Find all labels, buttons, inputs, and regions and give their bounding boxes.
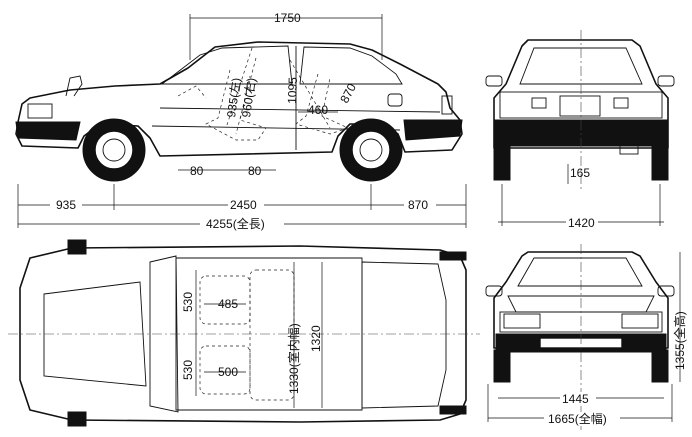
front-tire-left — [493, 349, 511, 383]
windshield — [517, 257, 643, 287]
rear-lamp-left — [531, 97, 547, 109]
rear-mirror-left — [485, 75, 503, 87]
label-bg-1420 — [566, 216, 598, 230]
side-window-rear — [299, 46, 403, 85]
side-mirror — [65, 75, 83, 97]
hood — [43, 281, 147, 387]
label-bg-870 — [404, 198, 436, 212]
dim-front-seat-width: 530 — [181, 292, 195, 312]
dim-front-overhang: 935 — [56, 198, 76, 212]
label-bg-4255 — [200, 217, 284, 231]
rear-tire-left — [493, 145, 511, 181]
dim-overall-length: 4255(全長) — [206, 216, 265, 231]
front-wheel — [82, 118, 146, 182]
dim-overall-height: 1750 — [274, 11, 301, 25]
front-seat-diagonal — [225, 47, 253, 129]
side-view: 1750 935(左) 960(右) 1095 870 460 80 80 93… — [15, 11, 467, 231]
headlamp — [27, 103, 53, 119]
rear-lamp — [441, 95, 453, 115]
headlamp-right — [621, 313, 659, 329]
dim-rear-seat-height: 870 — [337, 81, 359, 106]
dim-rear-cushion: 500 — [218, 365, 238, 379]
dim-front-seat-offset: 80 — [190, 164, 204, 178]
dim-ground-clearance: 165 — [570, 166, 590, 180]
dim-overall-height-front: 1355(全高) — [672, 311, 687, 370]
exhaust — [619, 143, 639, 155]
dim-front-cushion: 485 — [218, 297, 238, 311]
dim-interior-width-upper: 1330(室内幅) — [286, 323, 301, 394]
rear-wheel — [339, 118, 403, 182]
side-window-front — [160, 45, 293, 85]
headlamp-left — [503, 313, 541, 329]
roof — [175, 257, 363, 411]
rear-seat-diagonal — [289, 59, 331, 129]
rear-tire-right — [651, 145, 669, 181]
steering-wheel — [177, 85, 207, 99]
front-seat-left — [199, 275, 251, 325]
dim-rear-seat-depth: 460 — [308, 103, 328, 117]
rear-seat-outline — [295, 73, 349, 135]
label-bg-1445 — [560, 392, 596, 406]
rear-corner-bottom — [439, 405, 467, 415]
dim-rear-overhang: 870 — [408, 198, 428, 212]
top-mirror-left — [67, 239, 87, 255]
rear-hatch — [361, 261, 447, 409]
dim-rear-seat-offset: 80 — [248, 164, 262, 178]
rear-window — [519, 47, 643, 85]
windshield-top — [149, 255, 179, 413]
dim-interior-height: 1095 — [285, 77, 300, 104]
top-mirror-right — [67, 411, 87, 427]
dim-interior-width: 1320 — [309, 325, 323, 352]
rear-view: 165 1420 — [485, 30, 675, 230]
rear-bumper — [403, 119, 463, 141]
rear-corner-top — [439, 251, 467, 261]
top-view: 530 530 485 500 1330(室内幅) 1320 — [8, 239, 480, 427]
dim-rear-seat-width: 530 — [181, 360, 195, 380]
front-seat-right — [199, 345, 251, 395]
dim-seat-height-left: 935(左) — [223, 77, 243, 119]
front-bumper — [15, 121, 81, 141]
fuel-door — [387, 93, 403, 107]
label-bg-1665 — [544, 412, 620, 426]
front-view: 1355(全高) 1445 1665(全幅) — [485, 244, 687, 430]
dim-front-track: 1445 — [562, 392, 589, 406]
dim-overall-width: 1665(全幅) — [548, 411, 607, 426]
front-mirror-left — [485, 285, 503, 297]
rear-body-outline — [493, 39, 669, 149]
side-molding — [159, 107, 441, 113]
license-plate — [559, 95, 601, 117]
label-bg-2450 — [228, 198, 264, 212]
rear-lamp-right — [613, 97, 629, 109]
dim-seat-height-right: 960(右) — [238, 77, 258, 119]
front-tire-right — [651, 349, 669, 383]
dim-rear-track: 1420 — [568, 216, 595, 230]
dim-wheelbase: 2450 — [230, 198, 257, 212]
label-bg-935 — [50, 198, 82, 212]
front-mirror-right — [657, 285, 675, 297]
rear-mirror-right — [657, 75, 675, 87]
front-seat-diagonal-2 — [235, 57, 257, 135]
